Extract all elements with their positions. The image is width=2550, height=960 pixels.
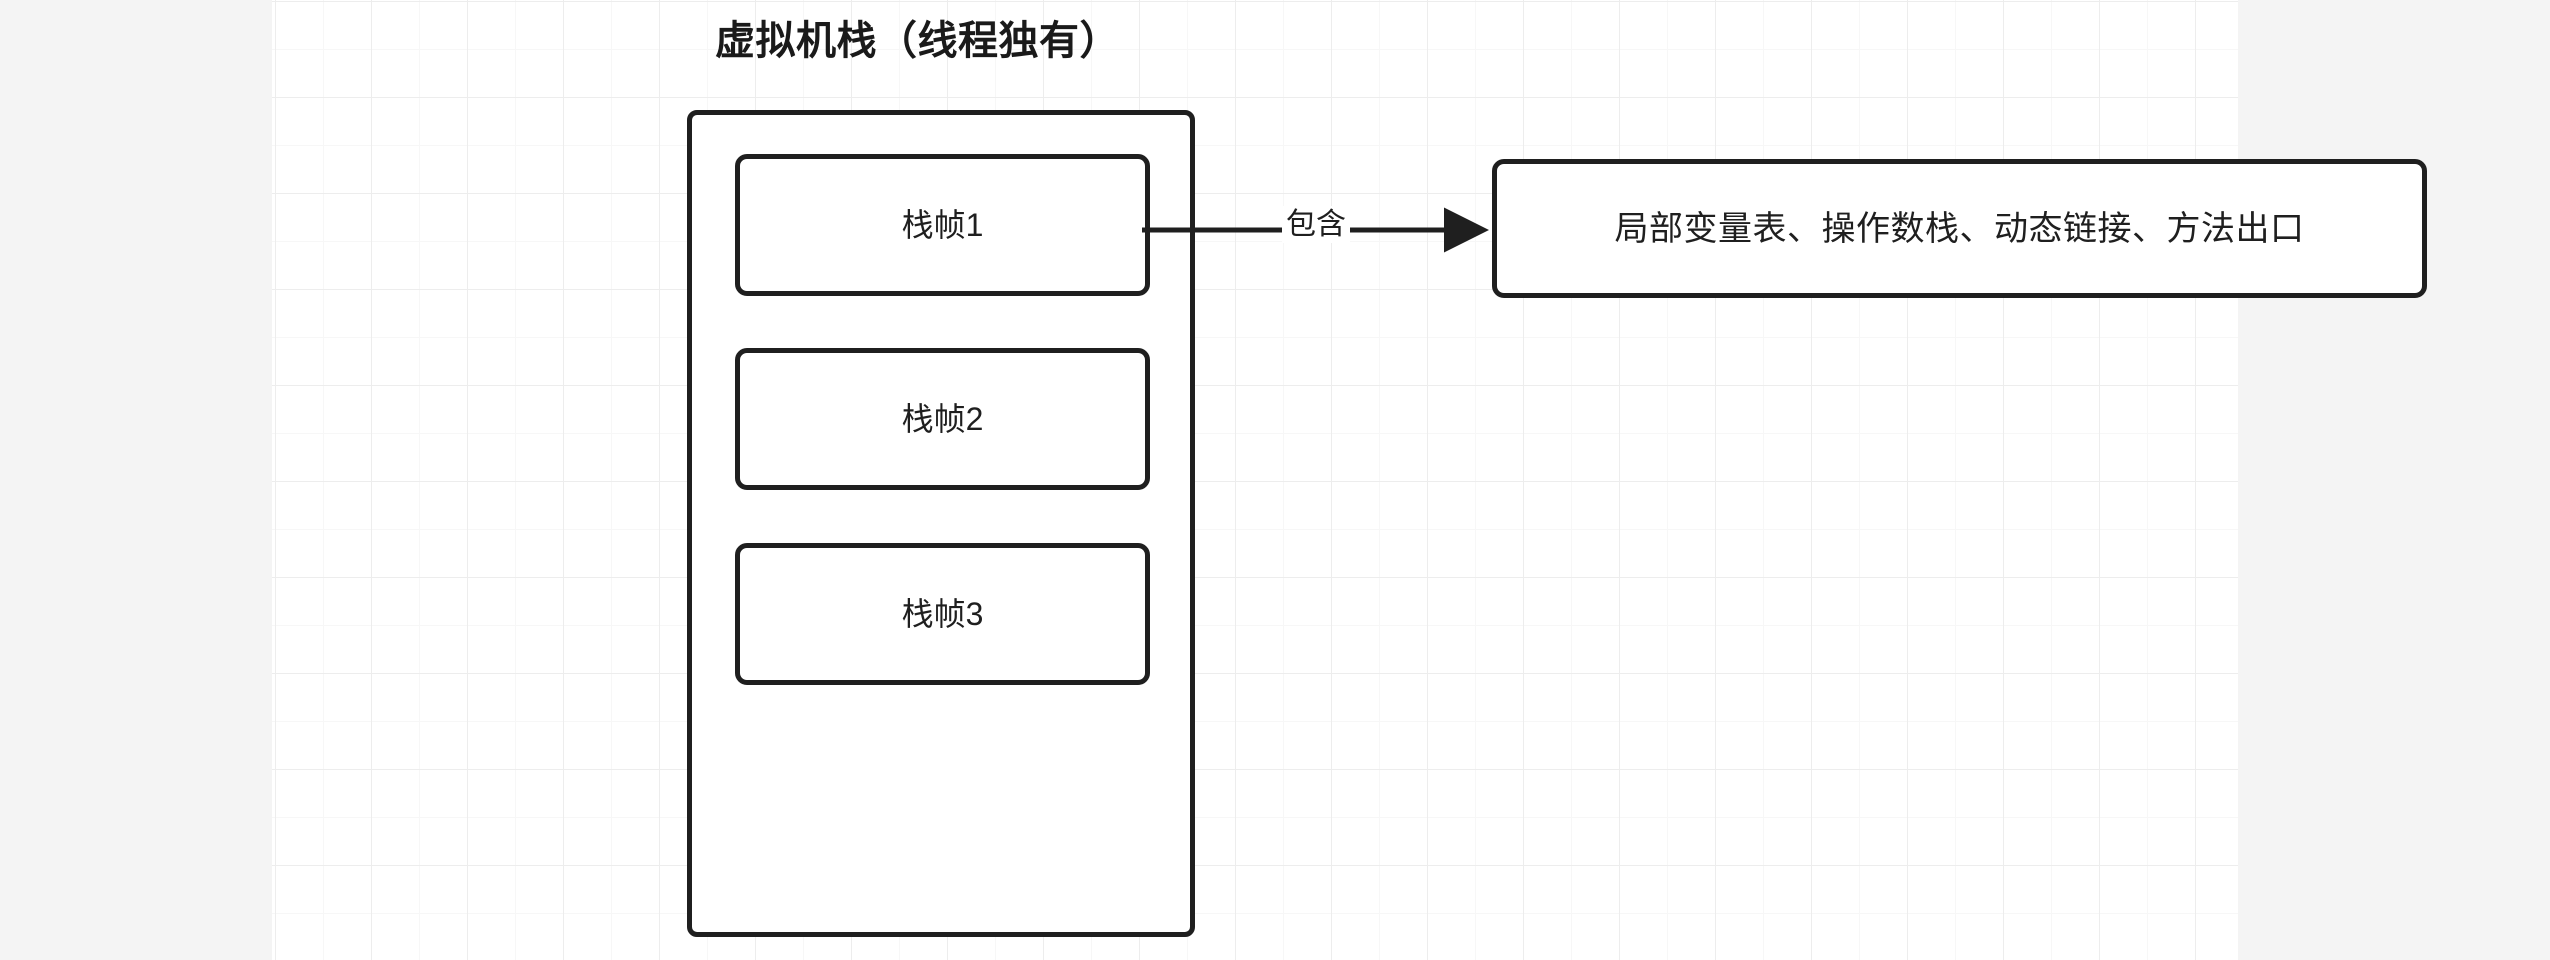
diagram-title: 虚拟机栈（线程独有） — [715, 19, 1120, 63]
stack-frame-2[interactable]: 栈帧2 — [735, 348, 1150, 490]
stack-frame-detail-label: 局部变量表、操作数栈、动态链接、方法出口 — [1614, 209, 2305, 248]
diagram-canvas[interactable]: 虚拟机栈（线程独有） 栈帧1 栈帧2 栈帧3 包含 局部变量表、操作数栈、动态链… — [272, 0, 2427, 960]
stack-frame-3[interactable]: 栈帧3 — [735, 543, 1150, 685]
contains-edge-label: 包含 — [1282, 206, 1350, 243]
stack-frame-1[interactable]: 栈帧1 — [735, 154, 1150, 296]
stack-frame-1-label: 栈帧1 — [901, 207, 984, 243]
stack-frame-detail-box[interactable]: 局部变量表、操作数栈、动态链接、方法出口 — [1492, 159, 2427, 298]
stack-frame-3-label: 栈帧3 — [901, 596, 984, 632]
stack-frame-2-label: 栈帧2 — [901, 401, 984, 437]
